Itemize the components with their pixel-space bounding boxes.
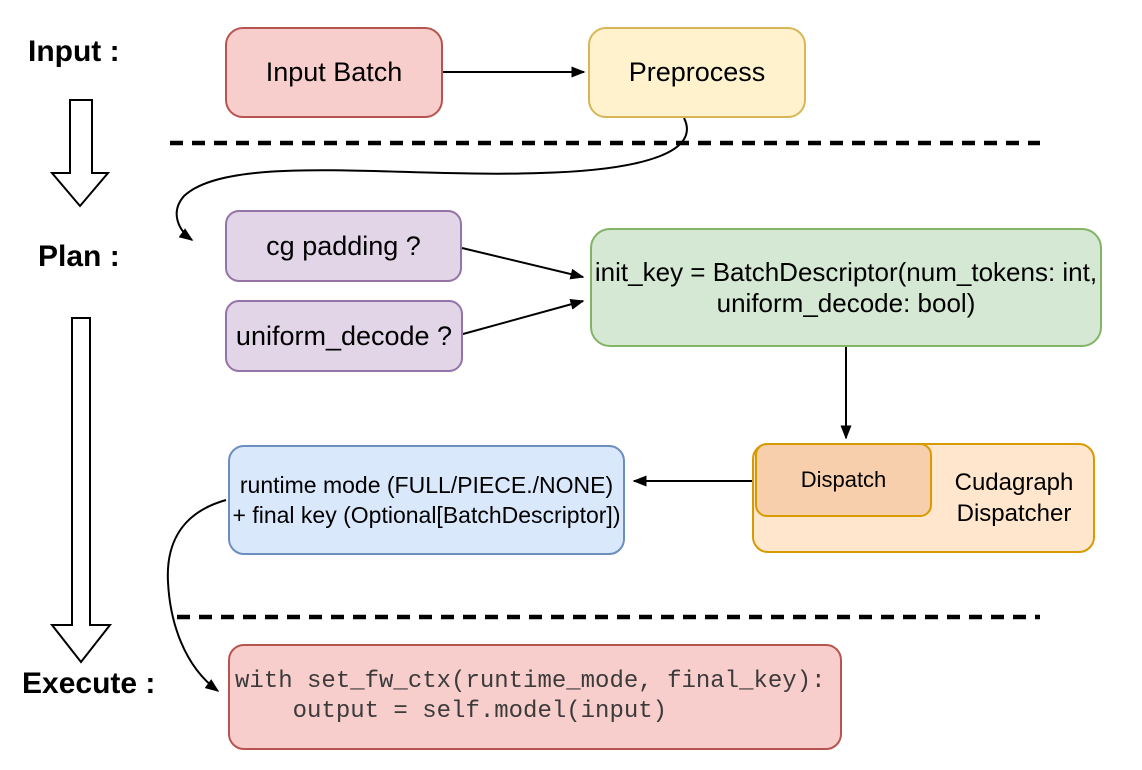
node-cudagraph-dispatcher-label: Cudagraph Dispatcher bbox=[932, 443, 1096, 553]
node-execute-code: with set_fw_ctx(runtime_mode, final_key)… bbox=[228, 644, 842, 750]
node-uniform-decode-label: uniform_decode ? bbox=[235, 320, 453, 351]
node-runtime-mode: runtime mode (FULL/PIECE./NONE) + final … bbox=[228, 445, 625, 555]
arrow-runtimemode-to-executecode bbox=[166, 499, 227, 692]
stage-label-plan: Plan : bbox=[38, 240, 120, 273]
node-preprocess-label: Preprocess bbox=[628, 57, 766, 88]
execute-code-line1: with set_fw_ctx(runtime_mode, final_key)… bbox=[235, 668, 826, 695]
node-init-key: init_key = BatchDescriptor(num_tokens: i… bbox=[590, 228, 1102, 347]
node-preprocess: Preprocess bbox=[588, 27, 806, 118]
stage-label-input: Input : bbox=[28, 35, 120, 68]
node-cg-padding: cg padding ? bbox=[225, 210, 462, 282]
runtime-mode-line2: + final key (Optional[BatchDescriptor]) bbox=[232, 502, 621, 528]
node-input-batch-label: Input Batch bbox=[265, 57, 403, 88]
node-init-key-line2: uniform_decode: bool) bbox=[716, 287, 976, 318]
node-uniform-decode: uniform_decode ? bbox=[225, 300, 463, 372]
arrow-preprocess-to-cgpadding bbox=[175, 117, 688, 241]
stage-arrow-plan-to-execute bbox=[49, 317, 113, 664]
node-dispatch-label: Dispatch bbox=[800, 466, 887, 492]
execute-code-line2: output = self.model(input) bbox=[235, 698, 668, 725]
node-init-key-line1: init_key = BatchDescriptor(num_tokens: i… bbox=[594, 256, 1098, 287]
cudagraph-line2: Dispatcher bbox=[956, 500, 1072, 527]
stage-arrow-input-to-plan bbox=[49, 99, 111, 208]
cudagraph-line1: Cudagraph bbox=[954, 469, 1074, 496]
arrow-uniformdecode-to-initkey bbox=[462, 299, 585, 335]
node-input-batch: Input Batch bbox=[225, 27, 443, 118]
node-cg-padding-label: cg padding ? bbox=[266, 230, 421, 261]
runtime-mode-line1: runtime mode (FULL/PIECE./NONE) bbox=[239, 472, 614, 498]
stage-label-execute: Execute : bbox=[22, 667, 156, 700]
arrow-cgpadding-to-initkey bbox=[461, 247, 585, 280]
node-dispatch: Dispatch bbox=[755, 443, 932, 517]
